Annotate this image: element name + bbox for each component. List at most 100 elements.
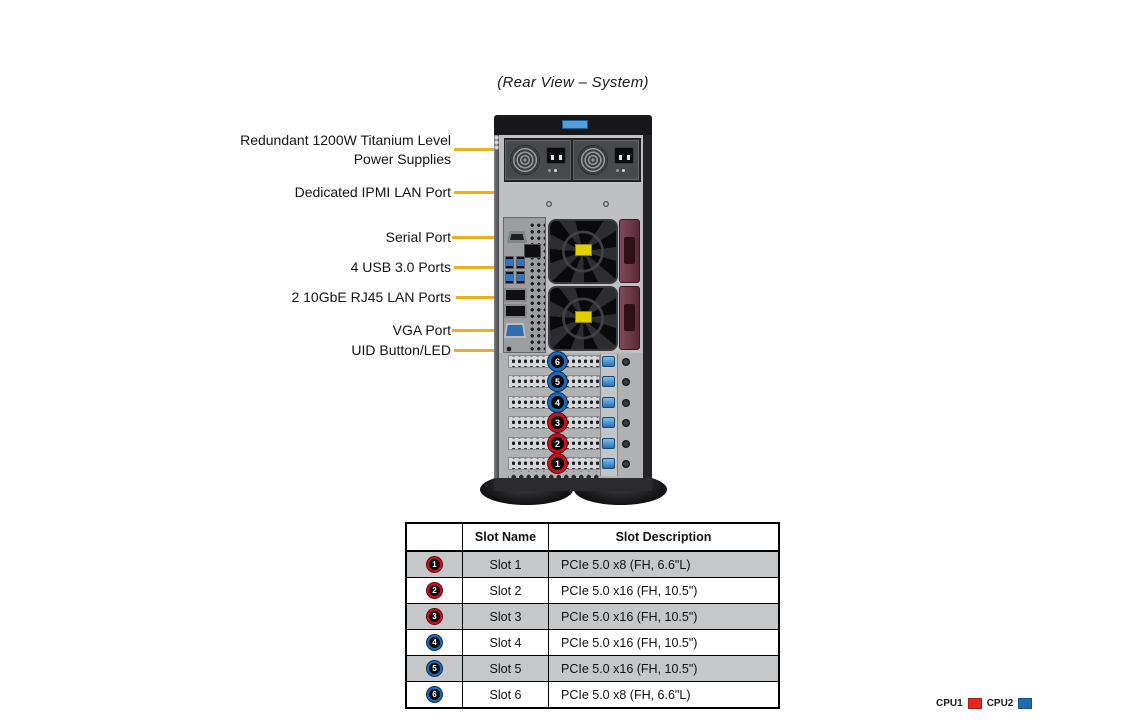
usb-port	[505, 256, 514, 269]
power-supply-left	[505, 140, 571, 180]
callout-line	[452, 236, 508, 239]
edge-screw	[494, 135, 499, 140]
table-row: 4 Slot 4 PCIe 5.0 x16 (FH, 10.5")	[405, 629, 780, 656]
slot-description-cell: PCIe 5.0 x16 (FH, 10.5")	[548, 629, 780, 656]
table-row: 1 Slot 1 PCIe 5.0 x8 (FH, 6.6"L)	[405, 550, 780, 578]
slot-clip	[602, 356, 615, 367]
uid-button	[506, 346, 512, 352]
slot-table: Slot Name Slot Description 1 Slot 1 PCIe…	[405, 522, 780, 709]
slot-number-badge: 4	[547, 392, 568, 413]
chassis-right-edge	[643, 135, 652, 491]
slot-number-badge: 6	[547, 351, 568, 372]
callout-line	[456, 296, 506, 299]
fan-warning-sticker	[575, 311, 592, 323]
chassis-base	[494, 478, 652, 491]
header-slot-name: Slot Name	[462, 522, 549, 552]
table-row: 2 Slot 2 PCIe 5.0 x16 (FH, 10.5")	[405, 577, 780, 604]
edge-screw	[494, 140, 499, 145]
slot-number-badge: 2	[547, 433, 568, 454]
fan-handle	[619, 219, 640, 283]
slot-name-cell: Slot 6	[462, 681, 549, 709]
slot-number-badge: 5	[547, 371, 568, 392]
cpu1-color-swatch	[967, 698, 982, 709]
callout-serial-port: Serial Port	[385, 229, 451, 245]
psu-fan-grille	[578, 145, 608, 175]
slot-thumbscrew	[622, 358, 630, 366]
slot-clip	[602, 376, 615, 387]
callout-line	[454, 266, 506, 269]
slot-thumbscrew	[622, 399, 630, 407]
cpu2-label: CPU2	[986, 698, 1014, 709]
slot-description-cell: PCIe 5.0 x16 (FH, 10.5")	[548, 603, 780, 630]
callout-line	[454, 191, 532, 194]
psu-led	[548, 169, 551, 172]
slot-number-badge: 3	[426, 608, 443, 625]
fan-handle	[619, 286, 640, 350]
callout-line	[454, 349, 506, 352]
chassis-logo	[562, 120, 588, 129]
fan-warning-sticker	[575, 244, 592, 256]
slot-description-cell: PCIe 5.0 x8 (FH, 6.6"L)	[548, 681, 780, 709]
psu-power-inlet	[546, 147, 566, 164]
serial-port	[507, 231, 527, 243]
system-fan-top	[548, 219, 618, 284]
vga-port	[504, 323, 526, 338]
server-rear-illustration: 6 5 4 3 2 1	[480, 115, 667, 510]
slot-number-badge: 3	[547, 412, 568, 433]
header-icon-cell	[405, 522, 463, 552]
usb-port	[516, 271, 525, 284]
table-header-row: Slot Name Slot Description	[405, 522, 780, 552]
slot-name-cell: Slot 2	[462, 577, 549, 604]
system-fan-bottom	[548, 286, 618, 351]
callout-vga-port: VGA Port	[392, 322, 451, 338]
callout-lan-ports: 2 10GbE RJ45 LAN Ports	[291, 289, 451, 305]
psu-led	[616, 169, 619, 172]
table-row: 6 Slot 6 PCIe 5.0 x8 (FH, 6.6"L)	[405, 681, 780, 709]
usb-port	[516, 256, 525, 269]
slot-name-cell: Slot 3	[462, 603, 549, 630]
callout-line	[452, 329, 506, 332]
cpu2-color-swatch	[1018, 698, 1033, 709]
slot-description-cell: PCIe 5.0 x16 (FH, 10.5")	[548, 577, 780, 604]
slot-clip	[602, 417, 615, 428]
slot-number-badge: 1	[426, 556, 443, 573]
rj45-lan-port	[504, 304, 527, 318]
slot-clip	[602, 397, 615, 408]
rj45-lan-port	[504, 288, 527, 302]
io-vent-grid	[528, 221, 545, 351]
slot-number-badge: 6	[426, 686, 443, 703]
slot-name-cell: Slot 4	[462, 629, 549, 656]
figure-title: (Rear View – System)	[497, 74, 649, 91]
usb-port	[505, 271, 514, 284]
slot-number-badge: 1	[547, 453, 568, 474]
slot-thumbscrew	[622, 378, 630, 386]
slot-name-cell: Slot 5	[462, 655, 549, 682]
callout-line	[454, 148, 517, 151]
slot-clip	[602, 438, 615, 449]
psu-led	[622, 169, 625, 172]
psu-bay	[504, 138, 641, 182]
chassis-vent-holes	[508, 471, 600, 480]
slot-clip	[602, 458, 615, 469]
edge-screw	[494, 145, 499, 150]
table-row: 5 Slot 5 PCIe 5.0 x16 (FH, 10.5")	[405, 655, 780, 682]
callout-redundant-psu: Redundant 1200W Titanium Level Power Sup…	[240, 132, 451, 167]
psu-fan-grille	[510, 145, 540, 175]
callout-ipmi-lan: Dedicated IPMI LAN Port	[294, 184, 451, 200]
slot-number-badge: 5	[426, 660, 443, 677]
slot-number-badge: 4	[426, 634, 443, 651]
psu-led	[554, 169, 557, 172]
slot-thumbscrew	[622, 440, 630, 448]
slot-name-cell: Slot 1	[462, 550, 549, 578]
slot-description-cell: PCIe 5.0 x16 (FH, 10.5")	[548, 655, 780, 682]
slot-description-cell: PCIe 5.0 x8 (FH, 6.6"L)	[548, 550, 780, 578]
cpu-color-legend: CPU1 CPU2	[936, 698, 1033, 709]
slot-thumbscrew	[622, 419, 630, 427]
psu-power-inlet	[614, 147, 634, 164]
panel-screw	[603, 201, 609, 207]
panel-screw	[546, 201, 552, 207]
slot-thumbscrew	[622, 460, 630, 468]
ipmi-lan-port	[524, 244, 541, 258]
slot-number-badge: 2	[426, 582, 443, 599]
